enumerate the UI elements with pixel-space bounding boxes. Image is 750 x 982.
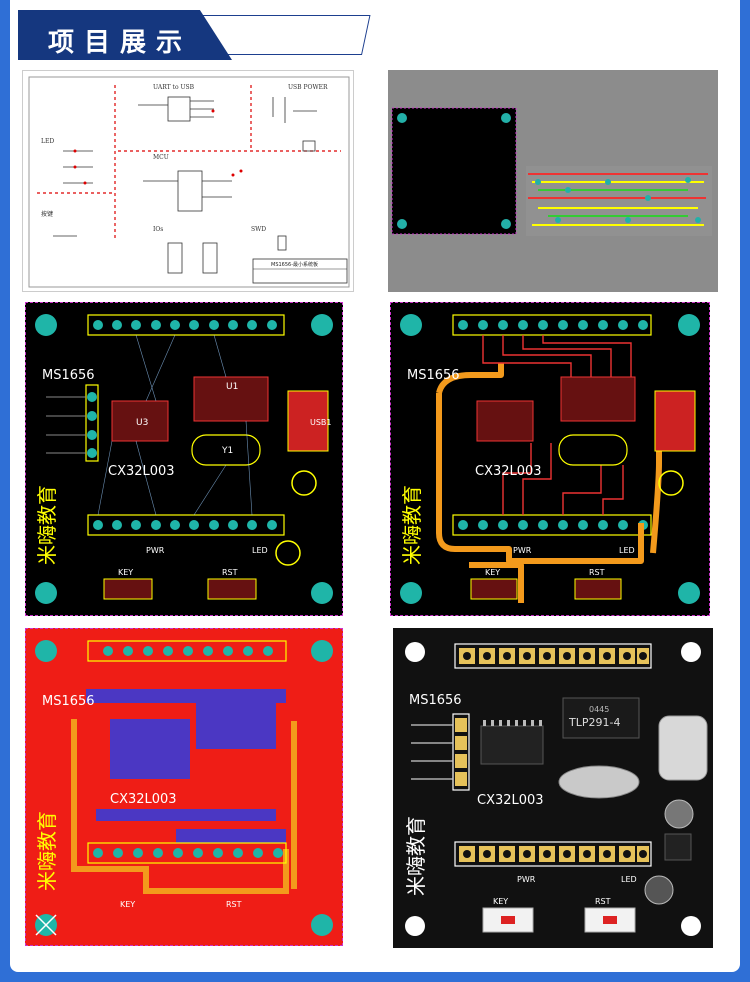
u1-label: U1 bbox=[226, 382, 238, 392]
usb-label: USB1 bbox=[310, 418, 332, 427]
pcb-layout-silkscreen: MS1656 CX32L003 米嗨教育 U1 U3 Y1 PWR LED KE… bbox=[25, 302, 343, 616]
y1-label: Y1 bbox=[221, 446, 233, 456]
chip-marking: TLP291-4 bbox=[568, 716, 620, 729]
key-label: KEY bbox=[118, 568, 133, 577]
key-label-3: KEY bbox=[120, 900, 135, 909]
board-3d-side-view bbox=[388, 70, 718, 292]
board-photo: 0445 TLP291-4 MS1656 CX32L003 米嗨教育 PWR L… bbox=[393, 628, 713, 948]
brand-label: 米嗨教育 bbox=[35, 485, 59, 565]
schematic-block-usb-power: USB POWER bbox=[288, 84, 328, 91]
pcb-layout-routed: MS1656 CX32L003 米嗨教育 PWR LED KEY RST bbox=[390, 302, 710, 616]
header-banner bbox=[18, 10, 232, 60]
pwr-label: PWR bbox=[146, 546, 165, 555]
rst-label-3: RST bbox=[226, 900, 242, 909]
board-model-label-2: MS1656 bbox=[407, 368, 460, 383]
led-label: LED bbox=[252, 546, 268, 555]
mcu-label-4: CX32L003 bbox=[477, 793, 544, 808]
led-label-4: LED bbox=[621, 875, 637, 884]
chip-code: 0445 bbox=[589, 705, 609, 714]
pwr-label-2: PWR bbox=[513, 546, 532, 555]
brand-label-3: 米嗨教育 bbox=[35, 811, 59, 891]
board-model-label-4: MS1656 bbox=[409, 693, 462, 708]
brand-label-2: 米嗨教育 bbox=[400, 485, 424, 565]
section-title: 项目展示 bbox=[48, 28, 193, 58]
schematic-block-key: 按键 bbox=[41, 210, 53, 218]
mcu-label-3: CX32L003 bbox=[110, 792, 177, 807]
u3-label: U3 bbox=[136, 418, 148, 428]
rst-label: RST bbox=[222, 568, 238, 577]
pcb-copper-pour: MS1656 CX32L003 米嗨教育 KEY RST bbox=[25, 628, 343, 946]
rst-label-4: RST bbox=[595, 897, 611, 906]
schematic-block-led: LED bbox=[41, 138, 54, 145]
schematic-block-swd: SWD bbox=[251, 226, 266, 233]
key-label-2: KEY bbox=[485, 568, 500, 577]
rst-label-2: RST bbox=[589, 568, 605, 577]
brand-label-4: 米嗨教育 bbox=[404, 816, 428, 896]
schematic-block-mcu: MCU bbox=[153, 154, 169, 161]
schematic-block-ios: IOs bbox=[153, 226, 163, 233]
board-model-label-3: MS1656 bbox=[42, 694, 95, 709]
pwr-label-4: PWR bbox=[517, 875, 536, 884]
schematic-title-block: MS1656-最小系统板 bbox=[271, 261, 318, 268]
led-label-2: LED bbox=[619, 546, 635, 555]
schematic-block-uart: UART to USB bbox=[153, 84, 195, 91]
board-model-label: MS1656 bbox=[42, 368, 95, 383]
schematic-image: UART to USB USB POWER LED MCU 按键 IOs SWD… bbox=[22, 70, 354, 292]
mcu-label: CX32L003 bbox=[108, 464, 175, 479]
mcu-label-2: CX32L003 bbox=[475, 464, 542, 479]
key-label-4: KEY bbox=[493, 897, 508, 906]
